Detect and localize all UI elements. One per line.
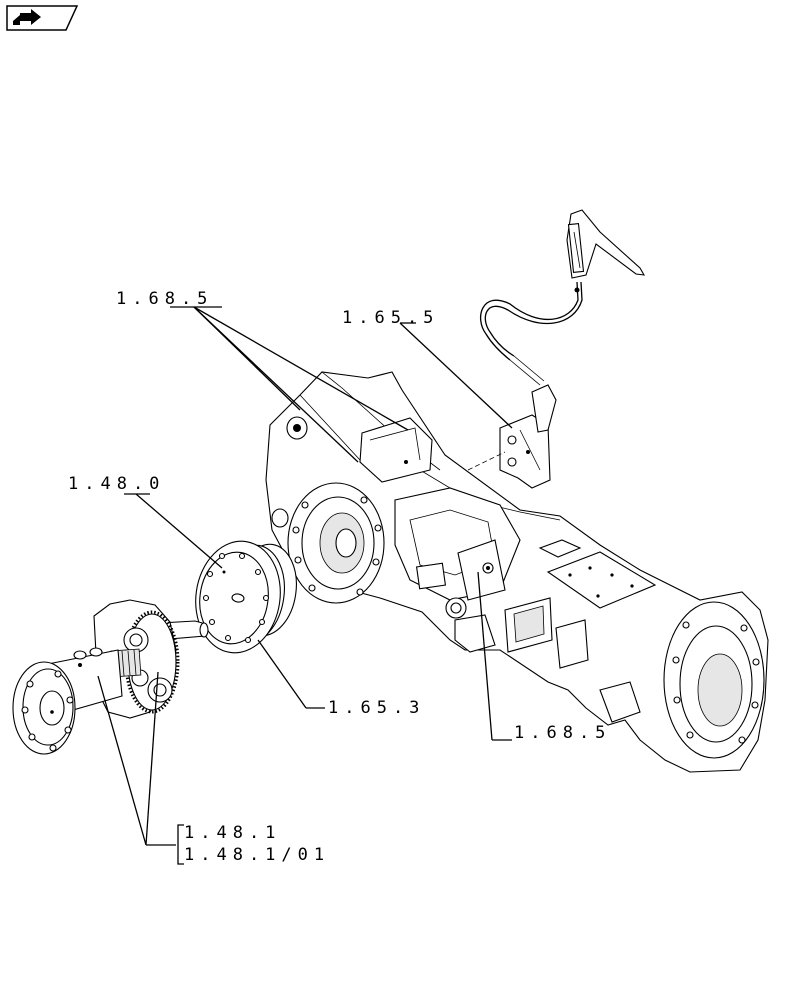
- callout-1-68-5-top[interactable]: 1.68.5: [116, 289, 213, 309]
- rear-flange-bolts: [672, 621, 760, 744]
- disc-bolts: [202, 552, 270, 644]
- callout-1-65-3[interactable]: 1.65.3: [328, 698, 425, 718]
- callout-1-48-1[interactable]: 1.48.1: [184, 823, 281, 843]
- leader-lines: [97, 306, 513, 865]
- next-page-arrow-icon: [13, 9, 41, 25]
- final-drive-assembly: [12, 599, 209, 755]
- wheel-studs: [21, 670, 74, 752]
- cover-plate-bolts: [568, 566, 634, 598]
- callout-1-68-5-bottom[interactable]: 1.68.5: [514, 723, 611, 743]
- flange-bolts: [292, 496, 382, 596]
- callout-1-48-0[interactable]: 1.48.0: [68, 474, 165, 494]
- callout-1-65-5[interactable]: 1.65.5: [342, 308, 439, 328]
- callout-1-48-1-01[interactable]: 1.48.1/01: [184, 845, 330, 865]
- parking-brake-assembly: [467, 209, 646, 489]
- transmission-housing: [265, 371, 769, 773]
- next-page-button[interactable]: [6, 5, 79, 31]
- brake-disc-assembly: [195, 540, 297, 654]
